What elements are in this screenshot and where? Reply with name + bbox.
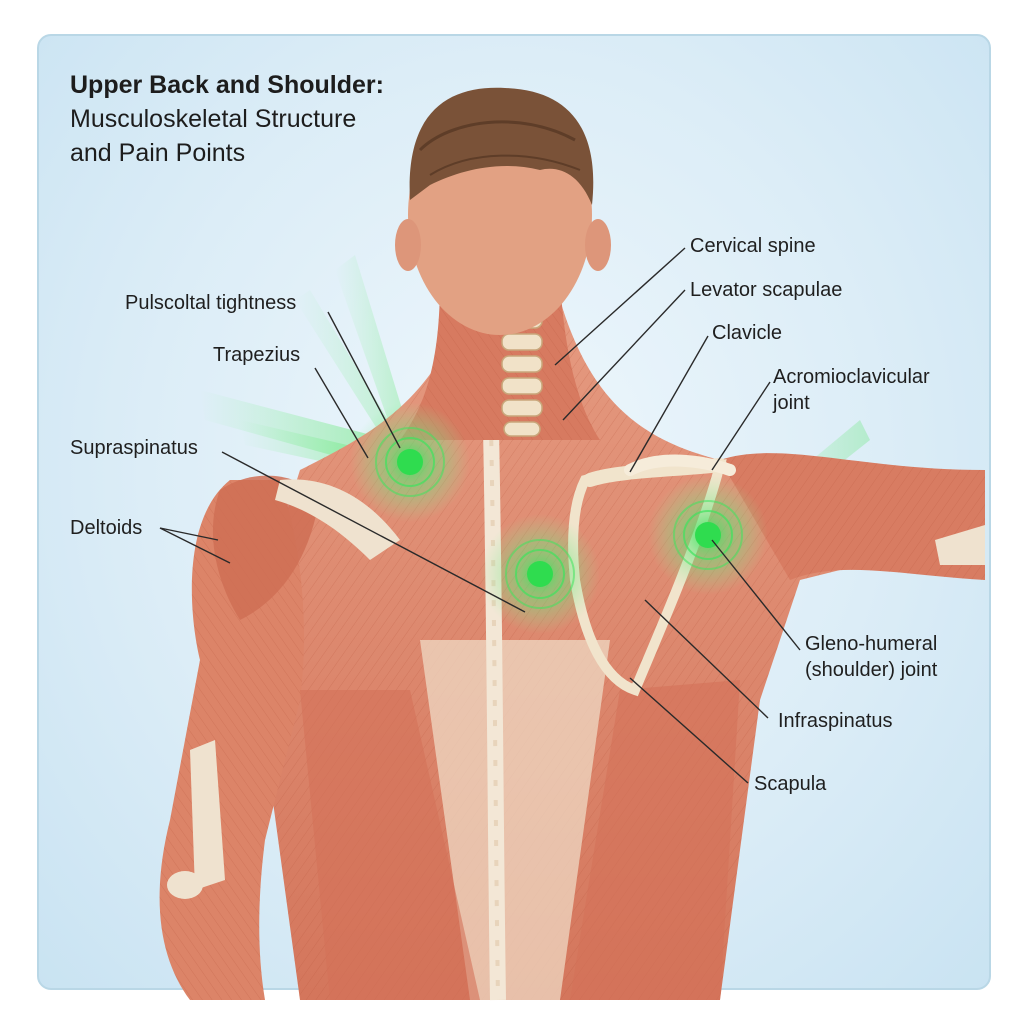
leader-acromioclavicular — [711, 381, 771, 471]
title-line-2: Musculoskeletal Structure — [70, 105, 357, 133]
label-deltoids: Deltoids — [70, 517, 143, 539]
leader-clavicle — [629, 335, 709, 473]
shoulder-joint-pain-point — [648, 475, 768, 595]
label-scapula: Scapula — [754, 773, 827, 795]
spine-pain-point — [480, 514, 600, 634]
label-infraspinatus: Infraspinatus — [778, 710, 893, 732]
leader-pulscoltal-tightness — [327, 311, 401, 449]
leader-infraspinatus — [644, 599, 769, 719]
leader-cervical-spine — [554, 247, 686, 366]
leader-lines — [159, 247, 801, 784]
leader-deltoids-2 — [159, 527, 231, 564]
leader-deltoids-1 — [159, 527, 219, 541]
label-levator-scapulae: Levator scapulae — [690, 279, 843, 301]
diagram-title: Upper Back and Shoulder: Musculoskeletal… — [70, 68, 430, 170]
title-line-3: and Pain Points — [70, 139, 246, 167]
label-glenohumeral-joint: (shoulder) joint — [805, 659, 938, 681]
leader-trapezius — [314, 367, 369, 459]
label-acromioclavicular-joint: joint — [773, 392, 810, 414]
label-acromioclavicular: Acromioclavicular — [773, 366, 930, 388]
title-line-1: Upper Back and Shoulder: — [70, 71, 384, 99]
label-cervical-spine: Cervical spine — [690, 235, 816, 257]
leader-glenohumeral — [711, 539, 801, 651]
label-trapezius: Trapezius — [213, 344, 301, 366]
head — [395, 87, 611, 335]
leader-scapula — [629, 677, 749, 784]
label-glenohumeral: Gleno-humeral — [805, 633, 938, 655]
trapezius-pain-point — [350, 402, 470, 522]
leader-levator-scapulae — [562, 289, 686, 421]
leader-supraspinatus — [221, 451, 526, 613]
label-pulscoltal-tightness: Pulscoltal tightness — [125, 292, 297, 314]
label-clavicle: Clavicle — [712, 322, 783, 344]
label-supraspinatus: Supraspinatus — [70, 437, 198, 459]
